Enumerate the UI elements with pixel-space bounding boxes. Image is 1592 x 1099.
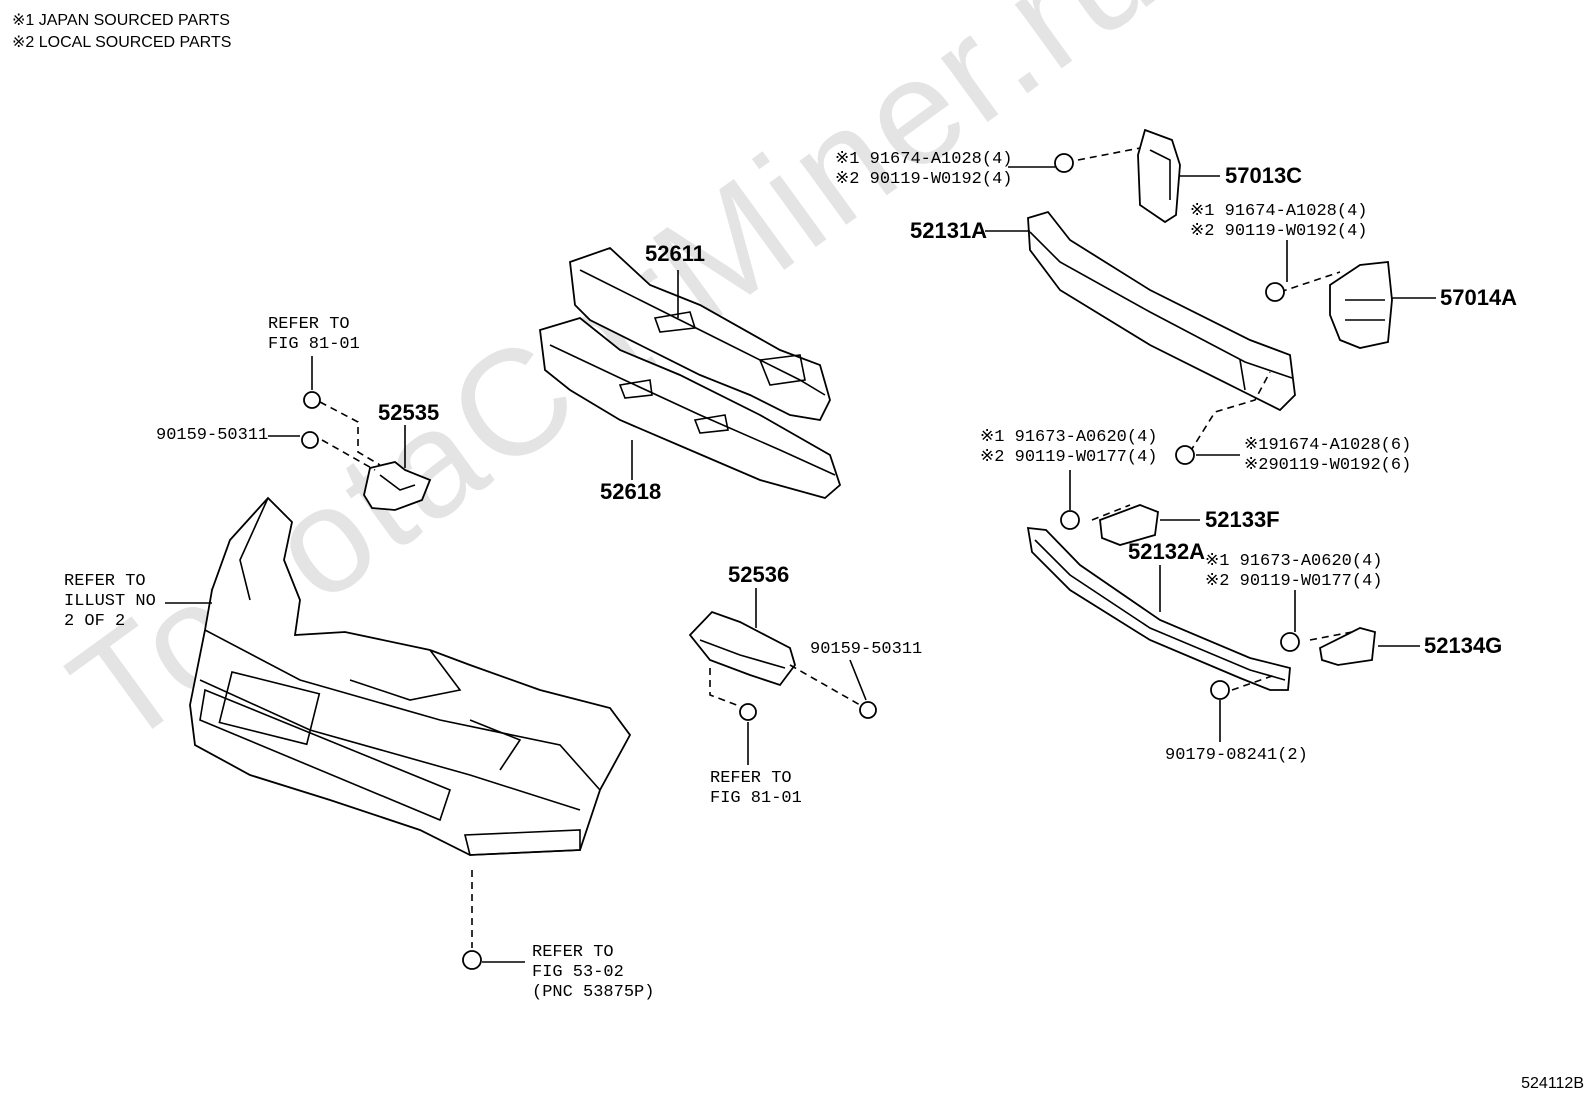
leader-lines: [165, 166, 1436, 963]
reinforcement-52132a-drawing: [1026, 526, 1291, 691]
label-bolt-lower-right: ※1 91673-A0620(4) ※2 90119-W0177(4): [1205, 552, 1383, 591]
label-57013c: 57013C: [1225, 163, 1303, 188]
label-52132a: 52132A: [1128, 539, 1206, 564]
bracket-52536-drawing: [688, 610, 796, 687]
label-52134g: 52134G: [1424, 633, 1503, 658]
absorber-52611-drawing: [569, 246, 831, 421]
label-57014a: 57014A: [1440, 285, 1518, 310]
label-refer-fig-81-01-left: REFER TO FIG 81-01: [268, 315, 360, 354]
label-bolt-90159-right: 90159-50311: [810, 640, 923, 659]
extension-52133f-drawing: [1099, 504, 1159, 546]
bracket-57014a-drawing: [1329, 261, 1393, 349]
label-52618: 52618: [600, 479, 662, 504]
label-bolt-top-right: ※1 91674-A1028(4) ※2 90119-W0192(4): [1190, 202, 1368, 241]
bracket-52535-drawing: [363, 461, 432, 511]
label-52131a: 52131A: [910, 218, 988, 243]
note-local-sourced: ※2 LOCAL SOURCED PARTS: [12, 34, 232, 51]
extension-52134g-drawing: [1319, 627, 1376, 666]
label-bolt-90159-left: 90159-50311: [156, 426, 269, 445]
label-refer-illust: REFER TO ILLUST NO 2 OF 2: [64, 572, 156, 631]
reinforcement-52131a-drawing: [1027, 210, 1296, 412]
absorber-52618-drawing: [539, 317, 842, 499]
figure-id: 524112B: [1521, 1075, 1584, 1092]
bracket-57013c-drawing: [1137, 128, 1181, 224]
fastener-drawings: [301, 153, 1300, 970]
label-bolt-reinf-left: ※1 91673-A0620(4) ※2 90119-W0177(4): [980, 428, 1158, 467]
label-refer-fig-81-01-mid: REFER TO FIG 81-01: [710, 769, 802, 808]
label-bolt-reinf-right: ※191674-A1028(6) ※290119-W0192(6): [1244, 436, 1412, 475]
label-bolt-top-left: ※1 91674-A1028(4) ※2 90119-W0192(4): [835, 150, 1013, 189]
label-nut-90179: 90179-08241(2): [1165, 746, 1308, 765]
label-52535: 52535: [378, 400, 440, 425]
label-refer-fig-53-02: REFER TO FIG 53-02 (PNC 53875P): [532, 943, 655, 1002]
label-52611: 52611: [645, 241, 705, 266]
note-japan-sourced: ※1 JAPAN SOURCED PARTS: [12, 12, 230, 29]
label-52133f: 52133F: [1205, 507, 1280, 532]
bumper-cover-drawing: [189, 496, 632, 856]
label-52536: 52536: [728, 562, 790, 587]
